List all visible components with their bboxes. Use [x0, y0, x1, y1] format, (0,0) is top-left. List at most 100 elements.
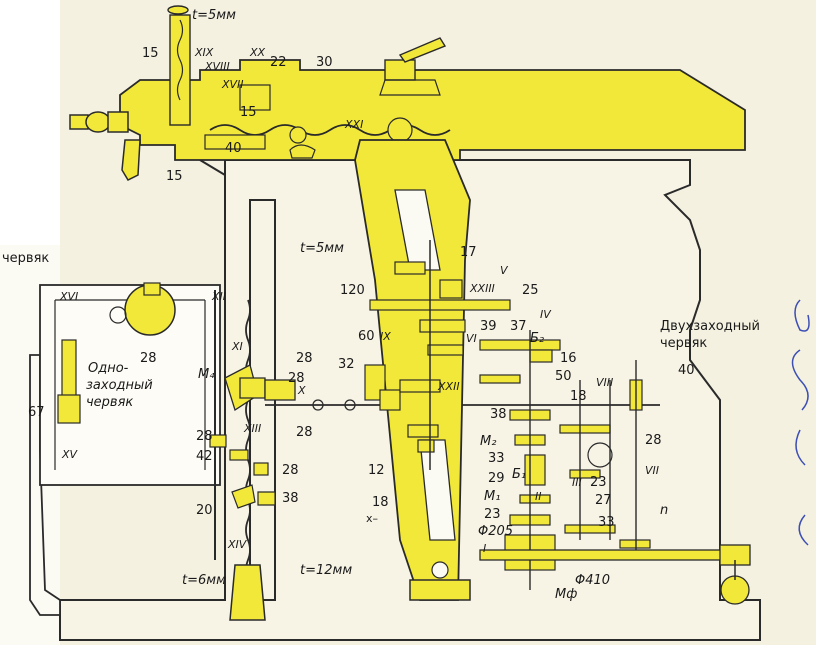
num-28a: 28 [140, 351, 157, 366]
num-28f: 28 [282, 463, 299, 478]
roman-xiii: XIII [243, 422, 261, 435]
head-gears [364, 261, 511, 453]
num-22: 22 [270, 55, 287, 70]
num-28e: 28 [196, 429, 213, 444]
roman-vii: VII [645, 464, 659, 477]
roman-iii: III [572, 476, 582, 489]
num-33a: 33 [488, 451, 505, 466]
num-32: 32 [338, 357, 355, 372]
num-30: 30 [316, 55, 333, 70]
label-n: n [660, 503, 668, 518]
label-pitch-mid: t=5мм [300, 241, 344, 256]
label-m4: M₄ [198, 367, 215, 382]
roman-vi: VI [466, 332, 477, 345]
roman-iv: IV [540, 308, 552, 321]
gear-67 [57, 394, 81, 424]
roman-xv: XV [61, 448, 79, 461]
swing-head-window [394, 189, 456, 541]
small-dial [109, 306, 127, 324]
speed-box-shafts [529, 330, 637, 590]
ram-clamp-handle [384, 37, 447, 81]
num-28g: 28 [645, 433, 662, 448]
overarm-gears [204, 84, 316, 159]
roman-ix: IX [380, 330, 391, 343]
speed-box-dial [587, 442, 613, 468]
motor-belt [479, 544, 751, 605]
roman-xiv: XIV [227, 538, 248, 551]
roman-xi: XI [231, 340, 243, 353]
num-50: 50 [555, 369, 572, 384]
label-pitch-6: t=6мм [182, 573, 226, 588]
num-23b: 23 [590, 475, 607, 490]
num-17: 17 [460, 245, 477, 260]
num-15b: 15 [240, 105, 257, 120]
num-40a: 40 [225, 141, 242, 156]
num-60: 60 [358, 329, 375, 344]
roman-xx: XX [249, 46, 266, 59]
num-29: 29 [488, 471, 505, 486]
num-37: 37 [510, 319, 527, 334]
label-b2: Б₂ [530, 331, 544, 346]
num-39: 39 [480, 319, 497, 334]
num-23a: 23 [484, 507, 501, 522]
num-67: 67 [28, 405, 45, 420]
label-double-worm-1: Двухзаходный [660, 319, 760, 334]
coupling-x2 [344, 399, 356, 411]
leadscrew-xiv [245, 299, 251, 581]
num-28b: 28 [296, 351, 313, 366]
num-33b: 33 [598, 515, 615, 530]
roman-xvi: XVI [59, 290, 78, 303]
label-phi205: Φ205 [478, 524, 513, 539]
roman-viii: VIII [596, 376, 613, 389]
label-m-phi: Mф [555, 587, 577, 602]
roman-xii: XII [211, 290, 226, 303]
coupling-x [312, 399, 324, 411]
roman-x: X [297, 384, 306, 397]
bevel-gear-m4 [224, 364, 296, 412]
ink-scribbles [791, 299, 810, 546]
head-base [409, 579, 471, 601]
num-28c: 28 [288, 371, 305, 386]
worm-top [143, 282, 161, 296]
num-42: 42 [196, 449, 213, 464]
gear-stack-left [209, 434, 276, 509]
spindle-tool [69, 111, 141, 181]
feed-screw-xix [167, 5, 191, 126]
roman-xviii: XVIII [204, 60, 230, 73]
feed-screw-thread [176, 19, 184, 101]
num-18a: 18 [372, 495, 389, 510]
label-phi410: Φ410 [575, 573, 610, 588]
label-worm-top: червяк [2, 251, 49, 266]
roman-v: V [500, 264, 509, 277]
num-28d: 28 [296, 425, 313, 440]
label-single-worm-2: заходный [86, 378, 153, 393]
label-m2: M₂ [480, 434, 496, 449]
roman-xxiii: XXIII [469, 282, 495, 295]
roman-xxi: XXI [344, 118, 363, 131]
num-40b: 40 [678, 363, 695, 378]
num-20: 20 [196, 503, 213, 518]
num-25: 25 [522, 283, 539, 298]
label-b1: Б₁ [512, 467, 526, 482]
num-38a: 38 [282, 491, 299, 506]
lift-screw-nut [229, 564, 266, 621]
num-15a: 15 [142, 46, 159, 61]
ram-slide [379, 79, 441, 143]
num-15c: 15 [166, 169, 183, 184]
label-m1: M₁ [484, 489, 500, 504]
label-pitch-top: t=5мм [192, 8, 236, 23]
label-single-worm-3: червяк [86, 395, 133, 410]
label-x-minus: x– [366, 512, 378, 525]
roman-i: I [483, 542, 486, 555]
label-single-worm-1: Одно- [88, 361, 129, 376]
roman-xix: XIX [194, 46, 214, 59]
label-double-worm-2: червяк [660, 336, 707, 351]
num-12: 12 [368, 463, 385, 478]
roman-xvii: XVII [221, 78, 244, 91]
head-pivot [431, 561, 449, 579]
label-pitch-12: t=12мм [300, 563, 352, 578]
roman-ii: II [535, 490, 542, 503]
roman-xxii: XXII [437, 380, 460, 393]
num-18b: 18 [570, 389, 587, 404]
